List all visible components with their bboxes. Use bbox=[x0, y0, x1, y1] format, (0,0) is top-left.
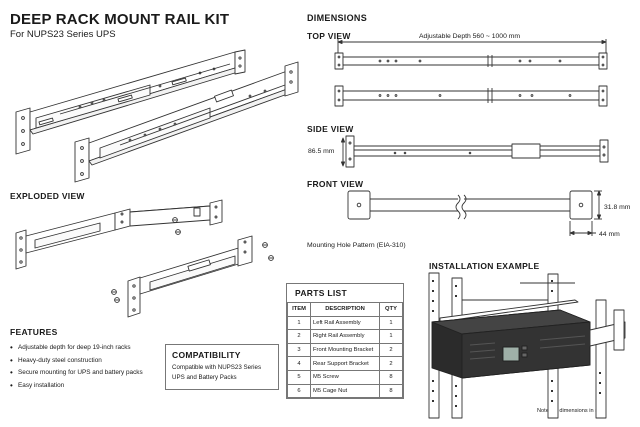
cell-qty: 8 bbox=[379, 383, 403, 399]
feature-item: Adjustable depth for deep 19-inch racks bbox=[10, 343, 160, 352]
header-item: ITEM bbox=[287, 302, 311, 317]
cell-item: 1 bbox=[287, 315, 311, 331]
cell-qty: 8 bbox=[379, 369, 403, 385]
side-view-heading: SIDE VIEW bbox=[307, 124, 354, 134]
cell-item: 4 bbox=[287, 356, 311, 371]
cell-qty: 1 bbox=[379, 329, 403, 344]
cell-description: Front Mounting Bracket bbox=[310, 342, 380, 358]
compatibility-line1: Compatible with NUPS23 Series bbox=[172, 364, 262, 371]
compatibility-title: COMPATIBILITY bbox=[172, 350, 241, 360]
front-view-drawing bbox=[347, 190, 602, 236]
page-title: DEEP RACK MOUNT RAIL KIT bbox=[10, 11, 230, 28]
cell-description: M5 Cage Nut bbox=[310, 383, 380, 399]
cell-item: 5 bbox=[287, 369, 311, 385]
feature-item: Heavy-duty steel construction bbox=[10, 356, 160, 365]
front-height-label: 31.8 mm bbox=[604, 204, 631, 211]
front-width-label: 44 mm bbox=[599, 231, 620, 238]
feature-item: Secure mounting for UPS and battery pack… bbox=[10, 368, 160, 377]
compatibility-line2: UPS and Battery Packs bbox=[172, 374, 237, 381]
installation-heading: INSTALLATION EXAMPLE bbox=[429, 261, 540, 271]
compatibility-box: COMPATIBILITY Compatible with NUPS23 Ser… bbox=[165, 344, 279, 390]
top-view-drawing bbox=[334, 39, 608, 107]
page-subtitle: For NUPS23 Series UPS bbox=[10, 29, 116, 40]
cell-qty: 2 bbox=[379, 342, 403, 358]
side-view-drawing bbox=[340, 135, 609, 168]
installation-drawing bbox=[428, 272, 626, 419]
features-heading: FEATURES bbox=[10, 327, 58, 337]
side-height-label: 86.5 mm bbox=[308, 148, 335, 155]
cell-qty: 2 bbox=[379, 356, 403, 371]
cell-item: 6 bbox=[287, 383, 311, 399]
cell-qty: 1 bbox=[379, 315, 403, 331]
features-list: Adjustable depth for deep 19-inch racks … bbox=[10, 343, 160, 394]
cell-description: Right Rail Assembly bbox=[310, 329, 380, 344]
rail-assembly-illustration bbox=[15, 49, 299, 183]
parts-list-title: PARTS LIST bbox=[295, 288, 347, 298]
cell-description: Rear Support Bracket bbox=[310, 356, 380, 371]
adjustable-depth-label: Adjustable Depth 560 ~ 1000 mm bbox=[419, 33, 521, 40]
exploded-view-heading: EXPLODED VIEW bbox=[10, 191, 85, 201]
cell-description: M5 Screw bbox=[310, 369, 380, 385]
mounting-pattern-label: Mounting Hole Pattern (EIA-310) bbox=[307, 242, 406, 249]
top-view-heading: TOP VIEW bbox=[307, 31, 351, 41]
cell-item: 3 bbox=[287, 342, 311, 358]
feature-item: Easy installation bbox=[10, 381, 160, 390]
rack-post-holes bbox=[432, 280, 601, 407]
cell-description: Left Rail Assembly bbox=[310, 315, 380, 331]
dimensions-heading: DIMENSIONS bbox=[307, 13, 368, 23]
header-description: DESCRIPTION bbox=[310, 302, 380, 317]
parts-header-row: ITEM DESCRIPTION QTY bbox=[287, 302, 403, 317]
cell-item: 2 bbox=[287, 329, 311, 344]
dimensions-note: Note: All dimensions in mm bbox=[537, 408, 605, 414]
exploded-view-drawing bbox=[15, 199, 274, 318]
front-view-heading: FRONT VIEW bbox=[307, 179, 364, 189]
header-qty: QTY bbox=[379, 302, 403, 317]
